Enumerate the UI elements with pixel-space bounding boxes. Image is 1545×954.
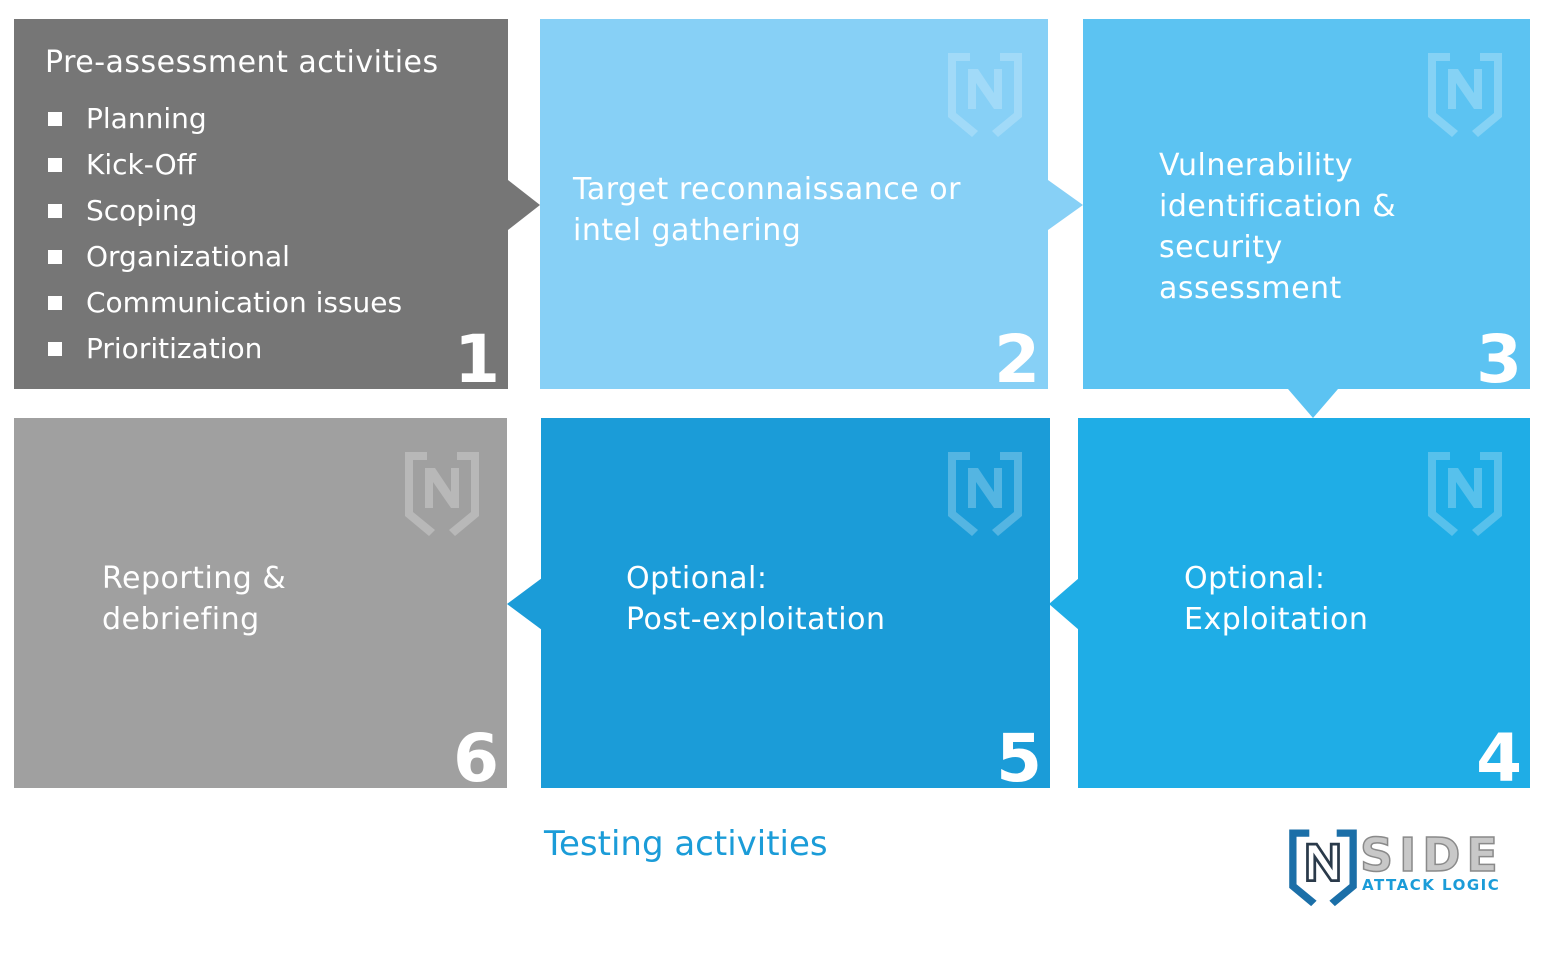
step-5-box: Optional: Post-exploitation 5 — [541, 418, 1050, 792]
arrow-right-icon — [1048, 180, 1083, 230]
step-5-text: Optional: Post-exploitation — [626, 561, 886, 637]
step-1-box: Pre-assessment activities Planning Kick-… — [14, 19, 508, 393]
nside-shield-logo-icon — [948, 452, 1022, 536]
list-item: Scoping — [45, 195, 402, 241]
testing-activities-caption: Testing activities — [544, 824, 828, 864]
nside-shield-logo-icon — [1428, 53, 1502, 137]
nside-brand-logo: SIDE ATTACK LOGIC — [1282, 824, 1534, 908]
brand-tagline: ATTACK LOGIC — [1362, 876, 1501, 894]
step-2-box: Target reconnaissance or intel gathering… — [540, 19, 1048, 393]
arrow-right-icon — [508, 180, 540, 230]
step-2-text: Target reconnaissance or intel gathering — [573, 172, 961, 248]
list-item: Kick-Off — [45, 149, 402, 195]
step-3-text: Vulnerability identification & security … — [1159, 148, 1397, 306]
step-number: 6 — [453, 720, 499, 797]
square-bullet-icon — [48, 250, 62, 264]
step-6-text: Reporting & debriefing — [102, 561, 287, 637]
list-item: Communication issues — [45, 287, 402, 333]
square-bullet-icon — [48, 204, 62, 218]
list-item: Organizational — [45, 241, 402, 287]
nside-shield-logo-icon — [1289, 829, 1357, 907]
square-bullet-icon — [48, 158, 62, 172]
step-6-box: Reporting & debriefing 6 — [14, 418, 507, 792]
arrow-down-icon — [1288, 389, 1338, 418]
step-4-text: Optional: Exploitation — [1184, 561, 1369, 637]
square-bullet-icon — [48, 112, 62, 126]
arrow-left-icon — [507, 578, 542, 630]
step-4-box: Optional: Exploitation 4 — [1078, 418, 1530, 792]
step-number: 1 — [454, 321, 500, 398]
pre-assessment-list: Planning Kick-Off Scoping Organizational… — [45, 103, 402, 379]
nside-shield-logo-icon — [405, 452, 479, 536]
step-number: 3 — [1476, 321, 1522, 398]
step-number: 2 — [994, 321, 1040, 398]
brand-name: SIDE — [1359, 827, 1504, 883]
step-1-title: Pre-assessment activities — [45, 45, 439, 80]
nside-shield-logo-icon — [948, 53, 1022, 137]
nside-shield-logo-icon — [1428, 452, 1502, 536]
square-bullet-icon — [48, 342, 62, 356]
square-bullet-icon — [48, 296, 62, 310]
step-3-box: Vulnerability identification & security … — [1083, 19, 1530, 393]
step-number: 5 — [996, 720, 1042, 797]
list-item: Prioritization — [45, 333, 402, 379]
list-item: Planning — [45, 103, 402, 149]
step-number: 4 — [1476, 720, 1522, 797]
arrow-left-icon — [1049, 578, 1079, 630]
